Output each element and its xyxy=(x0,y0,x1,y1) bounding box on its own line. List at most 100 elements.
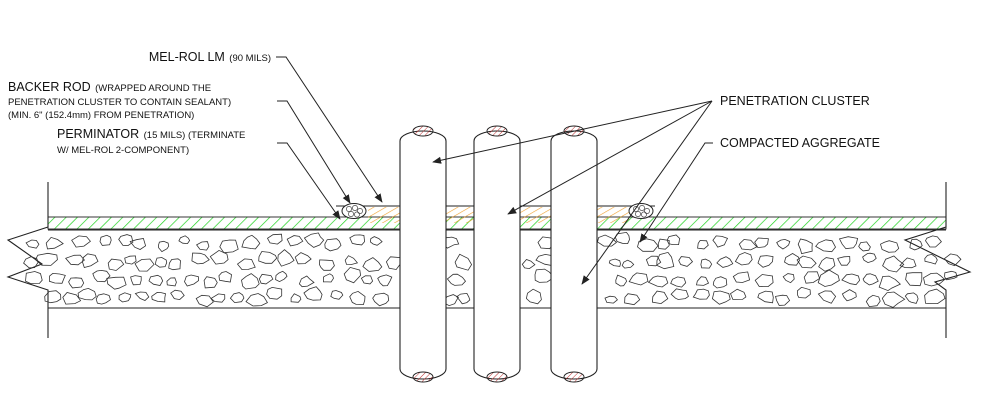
aggregate-stone xyxy=(904,292,919,304)
aggregate-stone xyxy=(697,240,709,250)
aggregate-stone xyxy=(68,277,85,289)
aggregate-stone xyxy=(797,238,813,255)
aggregate-stone xyxy=(534,268,555,283)
leader-penetration-2 xyxy=(507,100,713,215)
aggregate-stone xyxy=(210,293,226,303)
aggregate-stone xyxy=(218,271,232,283)
aggregate-stone xyxy=(784,253,800,266)
aggregate-stone xyxy=(858,241,871,252)
aggregate-stone xyxy=(521,259,536,270)
aggregate-stones xyxy=(23,231,962,308)
aggregate-stone xyxy=(776,238,791,250)
aggregate-stone xyxy=(818,257,836,272)
aggregate-stone xyxy=(219,239,239,254)
aggregate-stone xyxy=(286,235,304,247)
aggregate-stone xyxy=(881,291,906,308)
aggregate-stone xyxy=(129,238,147,250)
aggregate-stone xyxy=(372,292,390,307)
aggregate-stone xyxy=(597,234,618,247)
aggregate-stone xyxy=(757,290,774,304)
aggregate-stone xyxy=(134,291,150,301)
label-compacted-aggregate: COMPACTED AGGREGATE xyxy=(720,136,880,150)
perminator-layer xyxy=(47,216,947,230)
aggregate-stone xyxy=(621,259,635,269)
aggregate-stone xyxy=(757,255,774,268)
leader-penetration-3 xyxy=(581,100,713,285)
aggregate-stone xyxy=(95,293,111,305)
backer-rod-left xyxy=(341,203,367,219)
label-melrol: MEL-ROL LM (90 MILS) xyxy=(149,48,271,65)
aggregate-stone xyxy=(343,266,362,284)
aggregate-stone xyxy=(330,290,344,300)
aggregate-stone xyxy=(303,232,325,248)
aggregate-stone xyxy=(148,274,164,286)
aggregate-stone xyxy=(924,288,946,304)
aggregate-stone xyxy=(880,240,900,253)
aggregate-stone xyxy=(191,252,210,265)
aggregate-stone xyxy=(48,272,66,284)
aggregate-stone xyxy=(319,259,335,271)
aggregate-stone xyxy=(77,287,97,301)
leader-perminator xyxy=(277,142,341,220)
label-backer-rod-line2: PENETRATION CLUSTER TO CONTAIN SEALANT) xyxy=(8,97,231,108)
aggregate-stone xyxy=(258,251,278,264)
aggregate-stone xyxy=(837,256,851,266)
aggregate-stone xyxy=(615,274,628,287)
aggregate-stone xyxy=(196,241,210,251)
aggregate-stone xyxy=(670,276,687,288)
aggregate-stone xyxy=(943,253,962,267)
aggregate-stone xyxy=(45,236,64,250)
label-penetration-cluster: PENETRATION CLUSTER xyxy=(720,94,870,108)
aggregate-stone xyxy=(944,270,958,281)
aggregate-stone xyxy=(170,289,185,301)
aggregate-stone xyxy=(446,273,467,286)
aggregate-stone xyxy=(666,234,681,245)
aggregate-stone xyxy=(324,238,342,252)
aggregate-stone xyxy=(454,253,473,271)
aggregate-stone xyxy=(245,293,268,307)
callout-labels: MEL-ROL LM (90 MILS) BACKER ROD (WRAPPED… xyxy=(8,48,880,156)
aggregate-stone xyxy=(62,292,82,305)
aggregate-stone xyxy=(817,290,837,304)
aggregate-stone xyxy=(817,269,840,287)
aggregate-stone xyxy=(92,269,111,283)
leader-backer-rod xyxy=(277,100,351,204)
aggregate-stone xyxy=(525,288,542,305)
aggregate-stone xyxy=(882,255,905,273)
aggregate-stone xyxy=(657,238,670,250)
aggregate-stone xyxy=(178,235,191,245)
aggregate-stone xyxy=(303,286,323,301)
aggregate-stone xyxy=(608,258,621,267)
pipe-1 xyxy=(399,125,447,383)
aggregate-stone xyxy=(712,235,729,248)
aggregate-stone xyxy=(349,234,366,246)
aggregate-stone xyxy=(241,234,261,250)
aggregate-stone xyxy=(645,255,662,267)
aggregate-stone xyxy=(862,273,879,286)
aggregate-stone xyxy=(154,257,168,268)
aggregate-stone xyxy=(656,251,675,270)
aggregate-stone xyxy=(754,274,774,288)
aggregate-stone xyxy=(323,273,334,283)
aggregate-stone xyxy=(905,272,923,287)
aggregate-stone xyxy=(25,239,40,249)
aggregate-stone xyxy=(651,290,669,305)
aggregate-stone xyxy=(81,253,99,268)
backer-rod-right xyxy=(628,203,654,219)
aggregate-stone xyxy=(344,255,359,265)
aggregate-stone xyxy=(130,275,142,286)
leader-penetration-1 xyxy=(432,100,713,164)
aggregate-stone xyxy=(716,256,734,268)
aggregate-stone xyxy=(924,253,938,265)
aggregate-stone xyxy=(899,257,917,269)
aggregate-stone xyxy=(862,252,877,264)
aggregate-stone xyxy=(195,294,214,308)
aggregate-stone xyxy=(637,238,659,252)
label-perminator-line2: W/ MEL-ROL 2-COMPONENT) xyxy=(57,145,189,156)
aggregate-stone xyxy=(25,271,43,285)
aggregate-stone xyxy=(865,294,881,308)
aggregate-stone xyxy=(711,290,731,305)
leader-compacted-aggregate xyxy=(639,142,713,243)
aggregate-stone xyxy=(298,275,315,288)
